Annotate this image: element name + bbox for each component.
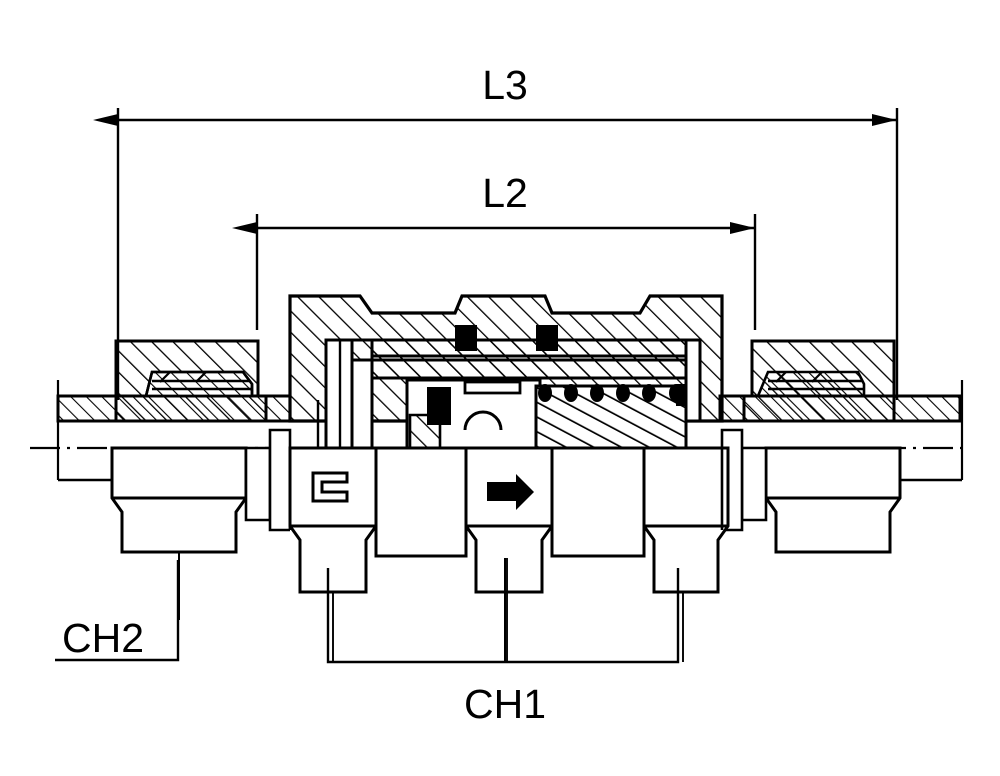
flow-direction-arrow-icon <box>487 474 534 510</box>
hex-nut-left <box>110 446 248 620</box>
dimension-L2-label: L2 <box>482 170 528 216</box>
compression-spring <box>536 386 686 448</box>
body-bridge-right <box>550 446 646 558</box>
leader-CH1-label: CH1 <box>464 681 546 727</box>
leader-CH2: CH2 <box>55 560 180 662</box>
dimension-L3: L3 <box>93 62 899 400</box>
c-shaped-brand-mark-icon <box>311 471 349 503</box>
dimension-L3-label: L3 <box>482 62 528 108</box>
hex-flat-right <box>642 446 730 662</box>
poppet-stem <box>463 380 522 395</box>
cartridge-sleeve-inner <box>370 354 692 380</box>
body-bridge-left <box>374 446 468 558</box>
leader-CH1-bracket <box>326 568 680 664</box>
internal-partition <box>684 338 702 423</box>
leader-CH1: CH1 <box>326 558 680 727</box>
compression-nut-left <box>114 339 268 423</box>
poppet-head <box>408 413 442 450</box>
hex-nut-right <box>764 446 902 554</box>
nut-collar-left <box>244 428 292 532</box>
o-ring-seal-left <box>455 325 477 351</box>
valve-body-center <box>288 294 724 450</box>
dimension-L2: L2 <box>232 170 757 330</box>
valve-body-outline <box>288 294 724 423</box>
leader-CH2-line <box>55 560 180 662</box>
compression-nut-right <box>742 339 896 423</box>
leader-CH2-label: CH2 <box>62 615 144 661</box>
poppet-nose-arc <box>463 410 503 431</box>
o-ring-seal-right <box>536 325 558 351</box>
ferrule-right <box>756 370 866 398</box>
